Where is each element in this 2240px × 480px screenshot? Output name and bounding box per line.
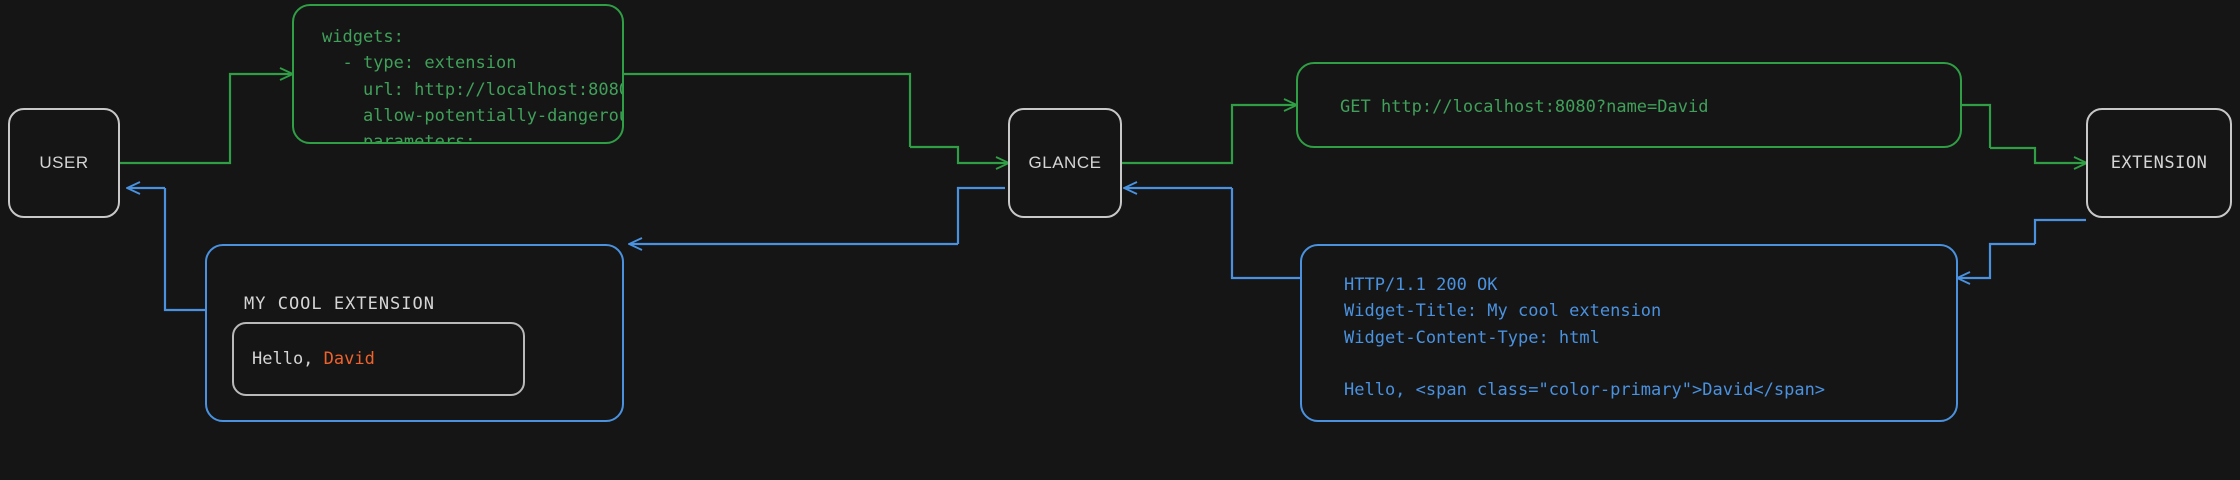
node-extension-label: EXTENSION xyxy=(2110,153,2208,173)
edge-request-to-extension xyxy=(1990,146,2086,163)
edge-widget-out xyxy=(163,188,205,312)
rendered-widget-body: Hello, David xyxy=(234,349,375,369)
panel-http-get-request: GET http://localhost:8080?name=David xyxy=(1296,62,1962,148)
node-user[interactable]: USER xyxy=(8,108,120,218)
node-user-label: USER xyxy=(39,153,89,172)
edge-user-to-config xyxy=(120,74,292,165)
panel-http-response: HTTP/1.1 200 OK Widget-Title: My cool ex… xyxy=(1300,244,1958,422)
node-extension[interactable]: EXTENSION xyxy=(2086,108,2232,218)
node-glance-label: GLANCE xyxy=(1028,153,1102,172)
edge-config-out xyxy=(624,72,912,147)
http-get-request-code: GET http://localhost:8080?name=David xyxy=(1340,97,1709,117)
glance-yaml-config-code: widgets: - type: extension url: http://l… xyxy=(322,27,624,144)
http-response-code: HTTP/1.1 200 OK Widget-Title: My cool ex… xyxy=(1344,275,1826,401)
edge-extension-out xyxy=(2033,218,2086,244)
edge-extension-to-response xyxy=(1958,242,2035,278)
edge-response-out xyxy=(1230,188,1300,280)
edge-glance-to-request xyxy=(1122,105,1296,165)
edge-glance-out xyxy=(956,186,1005,244)
edge-request-out xyxy=(1962,103,1992,148)
edge-config-to-glance-final xyxy=(910,145,1008,163)
rendered-widget-greeting: Hello, xyxy=(252,349,324,369)
rendered-widget-name: David xyxy=(323,349,375,369)
rendered-widget-title: MY COOL EXTENSION xyxy=(244,294,435,314)
rendered-widget-card[interactable]: Hello, David xyxy=(232,322,525,396)
panel-glance-yaml-config: widgets: - type: extension url: http://l… xyxy=(292,4,624,144)
node-glance[interactable]: GLANCE xyxy=(1008,108,1122,218)
